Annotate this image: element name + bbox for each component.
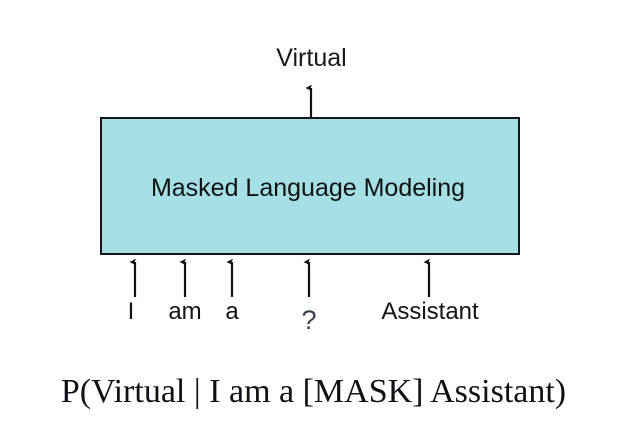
masked-language-modeling-block: Masked Language Modeling	[100, 117, 520, 255]
input-token-am: am	[168, 298, 202, 325]
input-token-i: I	[127, 298, 135, 325]
output-label: Virtual	[0, 44, 627, 72]
block-label: Masked Language Modeling	[150, 174, 466, 202]
input-token-assistant: Assistant	[381, 298, 479, 325]
output-label-text: Virtual	[276, 44, 347, 72]
probability-formula: P(Virtual | I am a [MASK] Assistant)	[60, 373, 567, 410]
input-token-mask-question-mark: ?	[301, 305, 317, 335]
input-token-a: a	[225, 298, 239, 325]
